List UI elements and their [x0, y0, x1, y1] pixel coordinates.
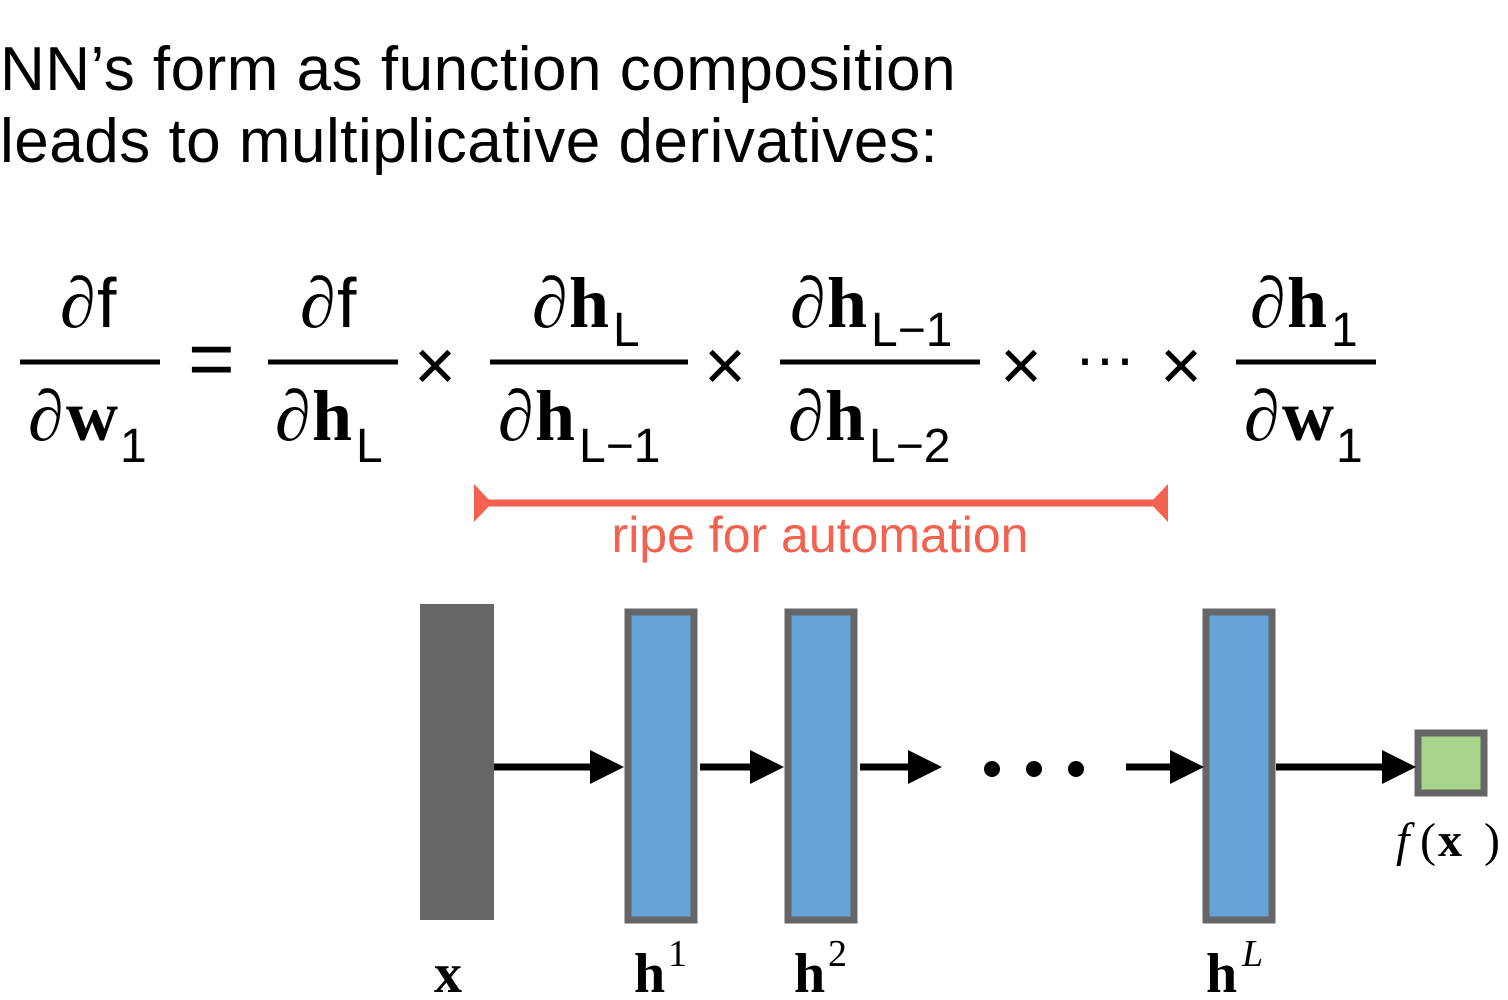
input-layer — [420, 604, 494, 920]
subscript: 1 — [120, 420, 147, 473]
partial-symbol: ∂ — [790, 263, 826, 343]
hidden-label-L: h — [1206, 943, 1237, 1000]
times-sign: × — [1160, 326, 1202, 406]
hidden-layer-2 — [784, 608, 858, 924]
h-symbol: h — [825, 376, 865, 456]
partial-symbol: ∂ — [1244, 376, 1280, 456]
title-line-1: NN’s form as function composition — [0, 35, 957, 104]
subscript: L−1 — [579, 420, 660, 473]
arrow-hL-to-output — [1276, 750, 1416, 784]
subscript: 1 — [1331, 304, 1358, 357]
ellipsis: ··· — [1075, 324, 1135, 391]
slide-title: NN’s form as function composition leads … — [0, 34, 1200, 178]
subscript: 1 — [1336, 420, 1363, 473]
subscript: L−2 — [869, 420, 950, 473]
partial-symbol: ∂ — [1250, 263, 1286, 343]
fraction-dh1-dw1: ∂ h 1 ∂ w 1 — [1236, 263, 1376, 473]
partial-symbol: ∂ — [788, 376, 824, 456]
times-sign: × — [704, 326, 746, 406]
fraction-dhL-dhLm1: ∂ h L ∂ h L−1 — [490, 263, 688, 473]
hidden-superscript-L: L — [1241, 933, 1263, 975]
bracket-right-cap — [1150, 484, 1168, 522]
h-symbol: h — [827, 263, 867, 343]
automation-label: ripe for automation — [611, 507, 1029, 563]
hidden-superscript-2: 2 — [828, 933, 847, 975]
w-symbol: w — [1282, 376, 1334, 456]
output-label-paren-close: ) — [1484, 814, 1500, 867]
partial-symbol: ∂ — [275, 376, 311, 456]
f-symbol: f — [97, 264, 117, 342]
arrow-h1-to-h2 — [700, 750, 784, 784]
hidden-layer-L — [1202, 608, 1276, 924]
output-label-x: x — [1438, 814, 1462, 867]
subscript: L−1 — [871, 304, 952, 357]
automation-bracket — [474, 484, 1168, 522]
f-symbol: f — [337, 264, 357, 342]
fraction-df-dhL: ∂ f ∂ h L — [268, 263, 398, 473]
layer-ellipsis — [984, 761, 1084, 777]
fraction-dhLm1-dhLm2: ∂ h L−1 ∂ h L−2 — [780, 263, 980, 473]
input-label: x — [434, 943, 462, 1000]
output-label-paren-open: ( — [1420, 814, 1436, 867]
w-symbol: w — [66, 376, 118, 456]
partial-symbol: ∂ — [532, 263, 568, 343]
hidden-layer-1 — [624, 608, 698, 924]
h-symbol: h — [1287, 263, 1327, 343]
hidden-label-1: h — [634, 943, 665, 1000]
output-label-f: f — [1396, 814, 1415, 867]
h-symbol: h — [535, 376, 575, 456]
h-symbol: h — [569, 263, 609, 343]
times-sign: × — [1000, 326, 1042, 406]
h-symbol: h — [312, 376, 352, 456]
subscript: L — [613, 304, 640, 357]
hidden-superscript-1: 1 — [668, 933, 687, 975]
partial-symbol: ∂ — [498, 376, 534, 456]
partial-symbol: ∂ — [300, 263, 336, 343]
times-sign: × — [414, 326, 456, 406]
title-line-2: leads to multiplicative derivatives: — [0, 107, 939, 176]
partial-symbol: ∂ — [60, 263, 96, 343]
chain-rule-equation: ∂ f ∂ w 1 = ∂ f ∂ h L × ∂ h L ∂ h L−1 × … — [20, 263, 1376, 522]
partial-symbol: ∂ — [28, 376, 64, 456]
equals-sign: = — [188, 314, 235, 403]
arrow-h2-to-dots — [860, 750, 942, 784]
bracket-left-cap — [474, 484, 492, 522]
output-node — [1414, 729, 1488, 797]
arrow-dots-to-hL — [1126, 750, 1204, 784]
arrow-x-to-h1 — [494, 750, 624, 784]
fraction-lhs: ∂ f ∂ w 1 — [20, 263, 160, 473]
output-label: f ( x ) — [1396, 814, 1500, 867]
subscript: L — [356, 420, 383, 473]
hidden-label-2: h — [794, 943, 825, 1000]
